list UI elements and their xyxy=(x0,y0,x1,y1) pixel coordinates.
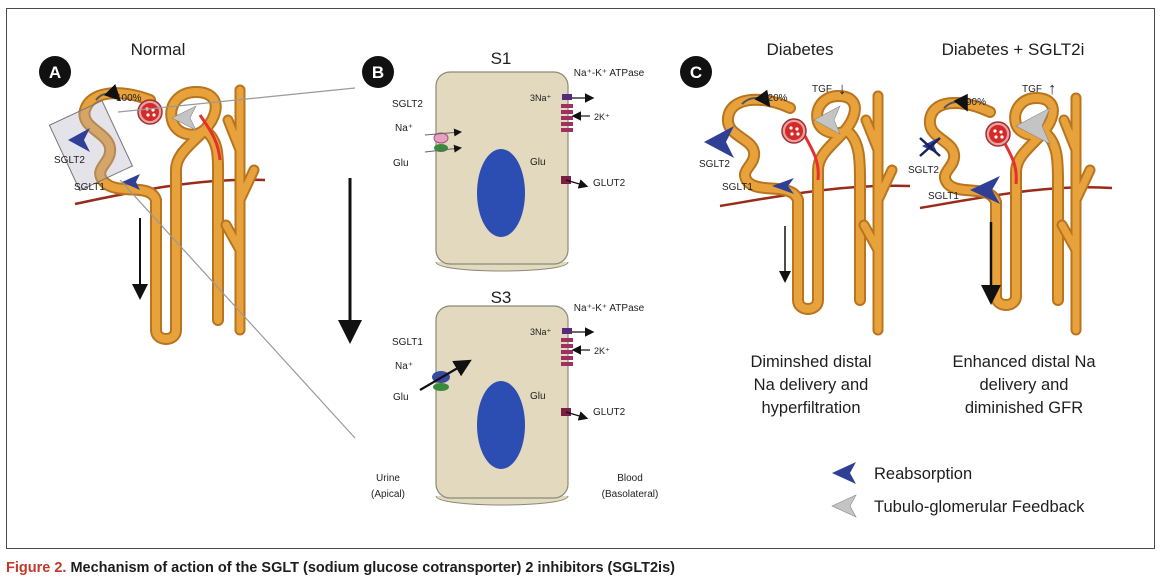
panel-c-diabetes-sglt2-label: SGLT2 xyxy=(699,159,730,170)
panel-c-diabetes-sglt1-arrow xyxy=(772,178,794,194)
panel-b-s1-k2-label: 2K⁺ xyxy=(594,112,610,122)
panel-c-diabetes-sglt1-label: SGLT1 xyxy=(722,182,753,193)
panel-b-s1-glu-out-arrow xyxy=(565,179,589,189)
panel-c-badge xyxy=(680,56,712,88)
panel-c-diabetes-pct: 120% xyxy=(762,93,788,104)
panel-b-s3-title: S3 xyxy=(491,288,512,307)
panel-b-s1-glu-label: Glu xyxy=(393,158,409,169)
panel-b-s1-nucleus xyxy=(477,149,525,237)
panel-b-s1-na-arrow xyxy=(424,128,462,137)
figure-caption-text: Mechanism of action of the SGLT (sodium … xyxy=(70,560,675,576)
panel-c-diabetes-tgf: TGF xyxy=(812,84,832,95)
panel-c-diabetes: Diabetes 120% TGF ↓ SGLT2 SGLT1 Diminshe… xyxy=(699,40,911,417)
legend-reabsorption-label: Reabsorption xyxy=(874,465,972,483)
panel-b-s3-glut2-label: GLUT2 xyxy=(593,407,626,418)
figure-caption: Figure 2. Mechanism of action of the SGL… xyxy=(6,560,675,576)
panel-b-s3-cell: S3 Na⁺-K⁺ ATPase 3Na⁺ 2K⁺ SGLT1 Na⁺ Glu xyxy=(392,288,645,506)
panel-c-badge-letter: C xyxy=(690,63,702,82)
panel-b-s1-na3-label: 3Na⁺ xyxy=(530,93,552,103)
panel-c-sglt2i-desc-3: diminished GFR xyxy=(965,399,1083,417)
panel-c-sglt2i-flow-arrow xyxy=(943,93,968,112)
panel-b-s1-title: S1 xyxy=(491,49,512,68)
panel-a-zoom-line-bottom xyxy=(119,179,356,439)
panel-c-diabetes-sglt2-arrow xyxy=(704,126,734,158)
panel-a-sglt1-arrow xyxy=(122,174,140,190)
panel-b-s3-na3-label: 3Na⁺ xyxy=(530,327,552,337)
panel-a-tgf-arrow xyxy=(171,105,197,131)
panel-c-sglt2i-desc-2: delivery and xyxy=(980,376,1069,394)
panel-a-zoom-line-top xyxy=(117,87,356,113)
legend-reabsorption-arrow xyxy=(832,462,856,484)
panel-c-sglt2i-tgf: TGF xyxy=(1022,84,1042,95)
panel-b-s3-nucleus xyxy=(477,381,525,469)
panel-c-sglt2i-blocked-sglt2 xyxy=(919,137,941,157)
panel-b-s3-pump-label: Na⁺-K⁺ ATPase xyxy=(574,303,645,314)
panel-c-sglt2i-title: Diabetes + SGLT2i xyxy=(942,40,1085,59)
legend-tgf-arrow xyxy=(831,494,857,518)
panel-b-s1-pump xyxy=(562,94,572,100)
panel-b-s3-na-label: Na⁺ xyxy=(395,361,413,372)
panel-c-sglt2i-tgf-arrow-glyph: ↑ xyxy=(1048,80,1056,98)
panel-b-s3-glu-b-label: Glu xyxy=(530,391,546,402)
panel-b-badge xyxy=(362,56,394,88)
panel-b-s1-na-label: Na⁺ xyxy=(395,123,413,134)
panel-a-title: Normal xyxy=(131,40,186,59)
panel-b-s1-sglt-label: SGLT2 xyxy=(392,99,423,110)
panel-b-s1-cell: S1 Na⁺-K⁺ ATPase 3Na⁺ 2K⁺ SGL xyxy=(392,49,645,272)
panel-a-badge xyxy=(39,56,71,88)
panel-a-sglt1-label: SGLT1 xyxy=(74,182,105,193)
panel-b-s3-sglt-label: SGLT1 xyxy=(392,337,423,348)
legend-tgf-label: Tubulo-glomerular Feedback xyxy=(874,498,1085,516)
figure-number: Figure 2. xyxy=(6,560,67,576)
legend: Reabsorption Tubulo-glomerular Feedback xyxy=(831,462,1085,518)
panel-c-sglt2i-sglt1-label: SGLT1 xyxy=(928,191,959,202)
panel-b-blood-sub: (Basolateral) xyxy=(602,489,659,500)
panel-b-s1-glut2-label: GLUT2 xyxy=(593,178,626,189)
panel-c: C Diabetes 120% TGF ↓ SGLT2 SGLT1 Dimins… xyxy=(680,40,1113,518)
panel-a-flow-arrow xyxy=(95,83,121,101)
panel-b-s3-glu-out-arrow xyxy=(565,411,589,421)
panel-c-sglt2i-sglt2-label: SGLT2 xyxy=(908,165,939,176)
panel-b-s1-pump-label: Na⁺-K⁺ ATPase xyxy=(574,68,645,79)
panel-c-diabetes-tgf-arrow xyxy=(813,105,841,135)
panel-b-badge-letter: B xyxy=(372,63,384,82)
panel-b-s1-glu-b-label: Glu xyxy=(530,157,546,168)
panel-c-diabetes-title: Diabetes xyxy=(766,40,833,59)
panel-b-urine-label: Urine xyxy=(376,473,400,484)
panel-a-nephron xyxy=(78,84,260,345)
panel-b-s3-glu-label: Glu xyxy=(393,392,409,403)
panel-c-diabetes-desc-1: Diminshed distal xyxy=(750,353,871,371)
panel-a-zoom-box xyxy=(48,100,134,192)
panel-b-s3-pump xyxy=(562,328,572,334)
panel-b: B S1 Na⁺-K⁺ ATPase xyxy=(338,49,659,506)
panel-c-sglt2i-pct: 90% xyxy=(966,97,986,108)
panel-c-diabetes-flow-arrow xyxy=(741,89,771,108)
panel-b-s1-k-channel xyxy=(561,104,573,132)
panel-c-diabetes-desc-2: Na delivery and xyxy=(754,376,869,394)
panel-c-sglt2i: Diabetes + SGLT2i 90% TGF ↑ SGLT2 SGLT1 … xyxy=(908,40,1113,417)
panel-c-sglt2i-tgf-arrow xyxy=(1015,107,1051,145)
panel-b-s3-k-channel xyxy=(561,338,573,366)
panel-b-s3-k2-label: 2K⁺ xyxy=(594,346,610,356)
panel-b-blood-label: Blood xyxy=(617,473,643,484)
panel-b-s3-transporter-green xyxy=(433,383,449,391)
panel-b-s1-sglt2-transporter xyxy=(433,132,449,144)
panel-b-urine-sub: (Apical) xyxy=(371,489,405,500)
panel-c-diabetes-desc-3: hyperfiltration xyxy=(761,399,860,417)
panel-a: A Normal 100% SGLT2 SGLT1 xyxy=(39,40,356,439)
panel-b-s3-cotransport-arrow xyxy=(419,359,472,391)
panel-a-pct: 100% xyxy=(116,93,142,104)
panel-c-sglt2i-sglt1-arrow xyxy=(970,176,1000,204)
panel-a-badge-letter: A xyxy=(49,63,61,82)
panel-b-s1-glu-arrow xyxy=(424,144,462,153)
panel-c-diabetes-tgf-arrow-glyph: ↓ xyxy=(838,80,846,98)
panel-c-sglt2i-desc-1: Enhanced distal Na xyxy=(952,353,1096,371)
panel-a-sglt2-label: SGLT2 xyxy=(54,155,85,166)
panel-a-sglt2-arrow xyxy=(68,128,90,152)
